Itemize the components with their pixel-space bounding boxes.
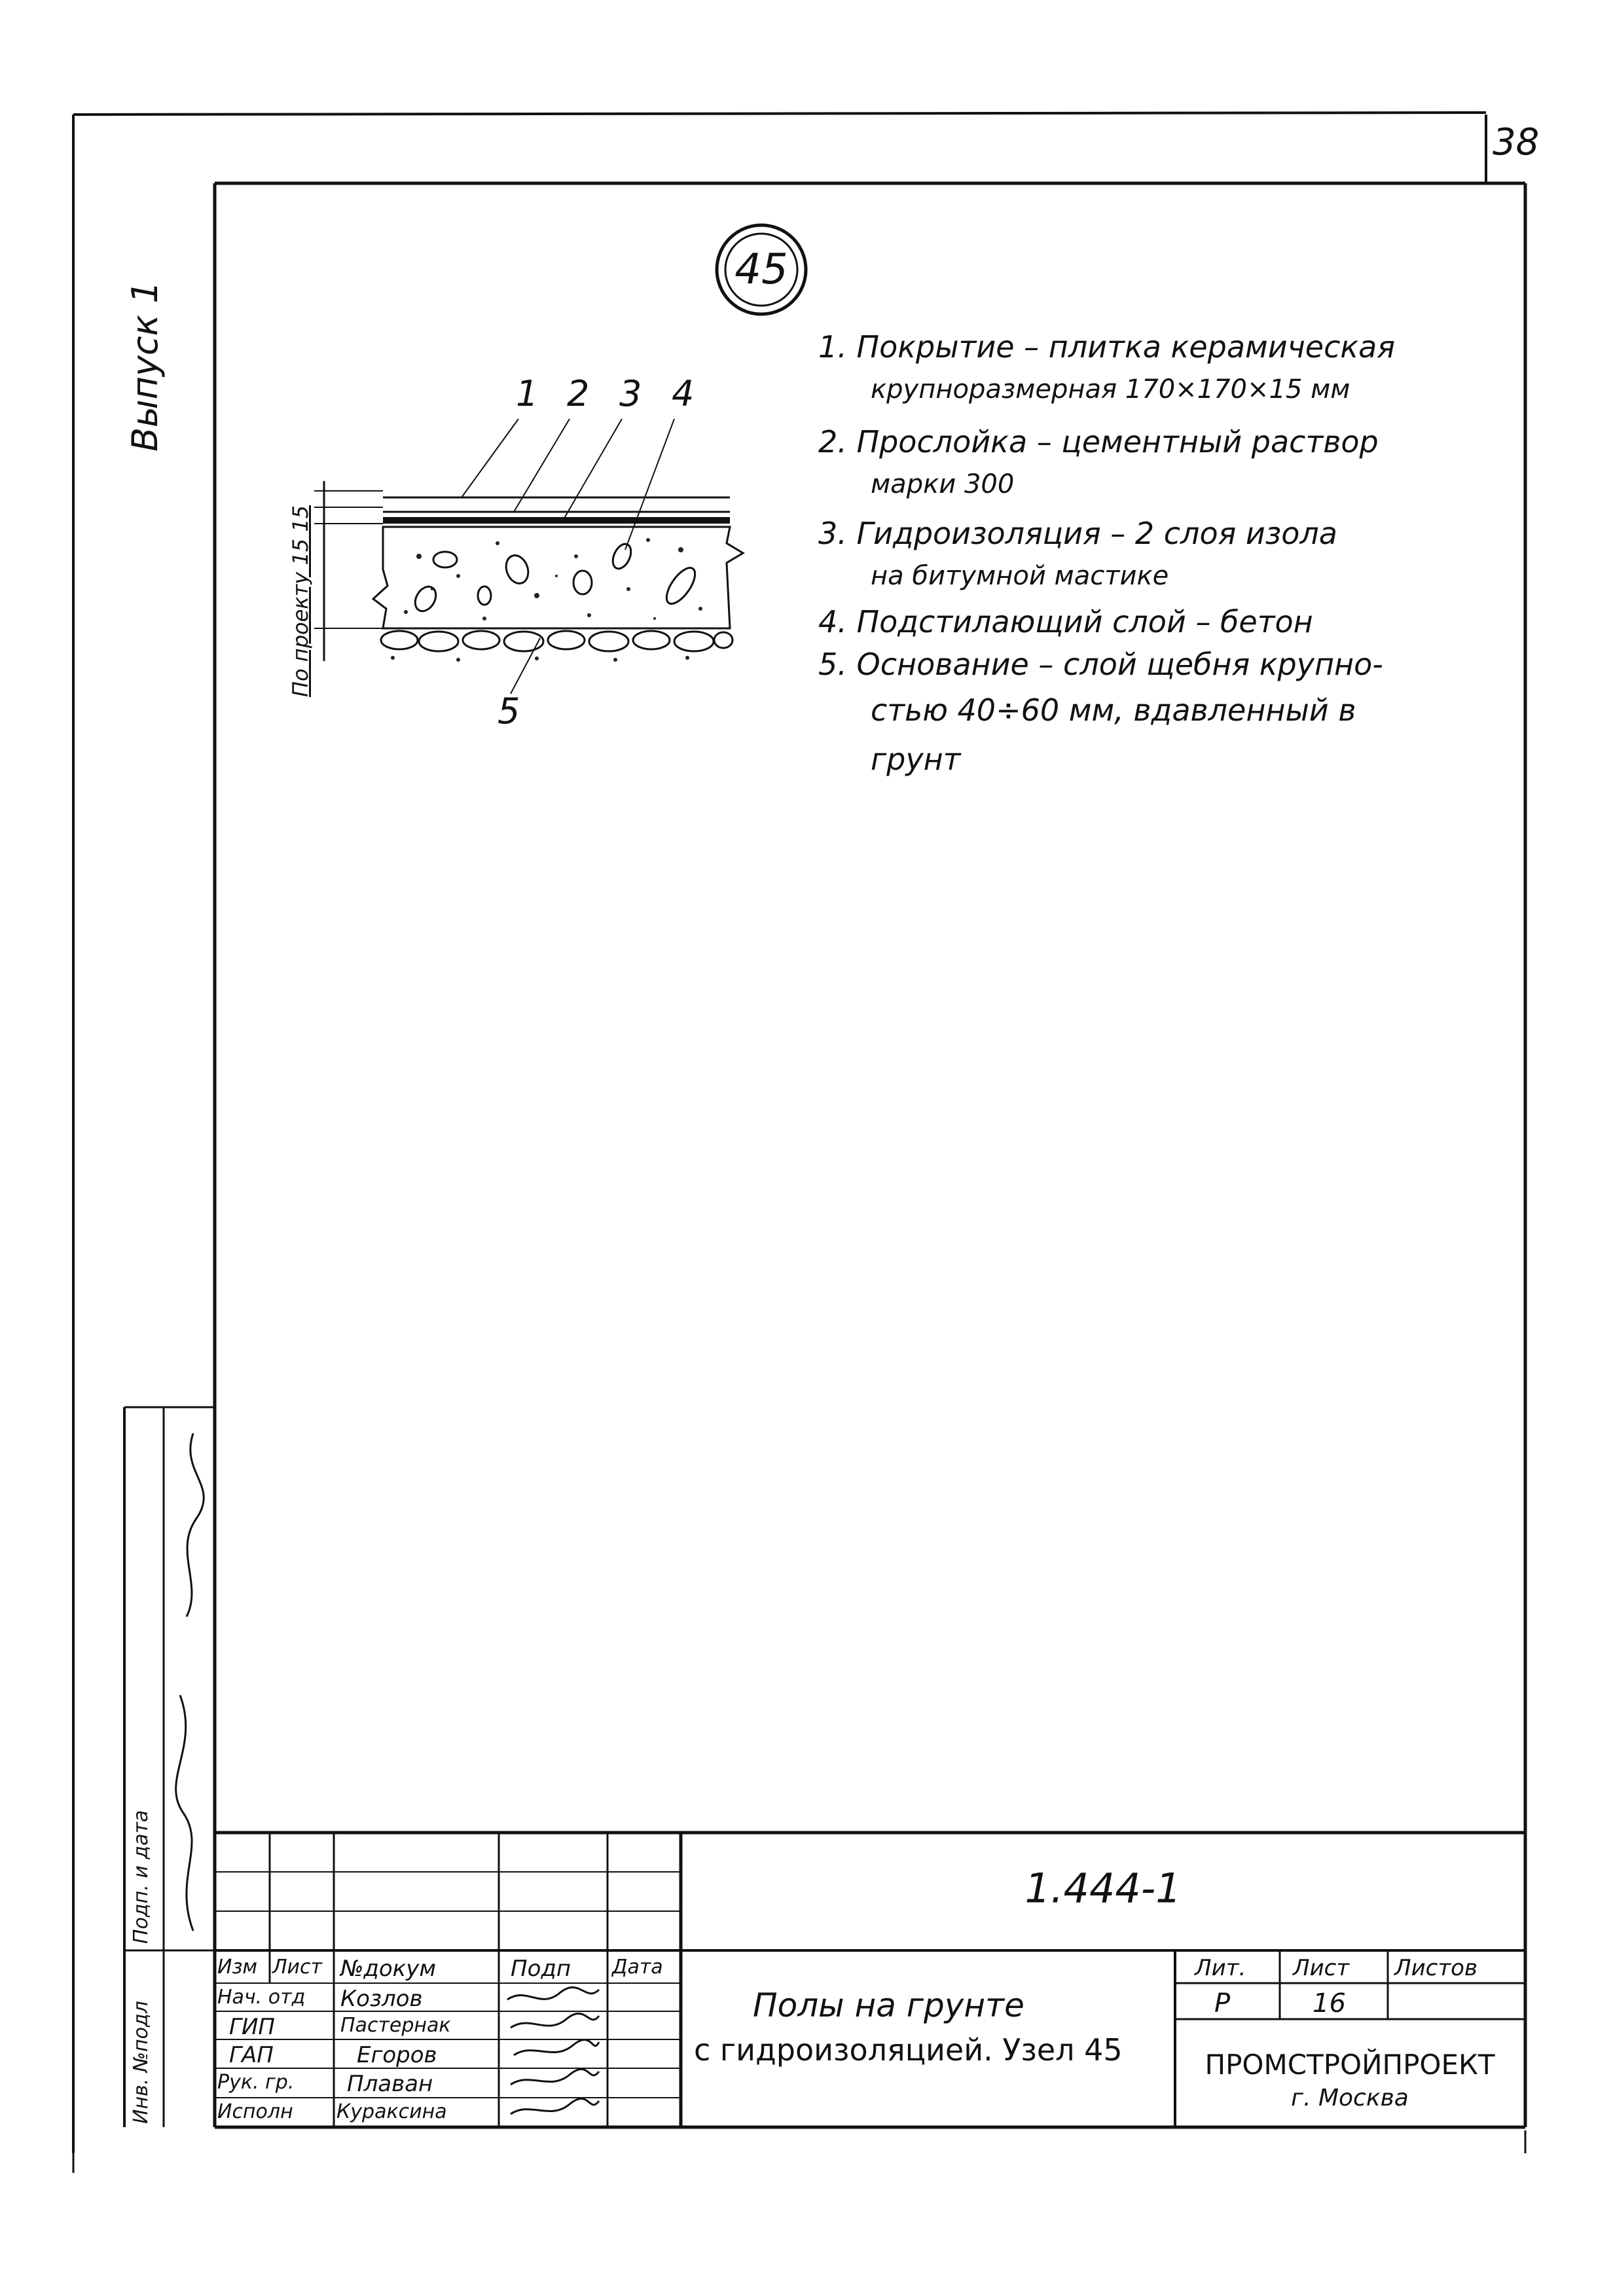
name-2: Пастернак [340,2014,451,2037]
stage-header-list: Лист [1293,1955,1350,1981]
role-5: Исполн [217,2100,293,2123]
signature-scribbles [507,1986,600,2115]
legend-item-5-line1: 5. Основание – слой щебня крупно- [818,647,1383,682]
city: г. Москва [1291,2085,1409,2111]
callout-1: 1 [516,373,539,414]
floor-section-drawing [314,418,745,694]
legend-item-5-line2: стью 40÷60 мм, вдавленный в [871,692,1356,728]
header-podp: Подп [511,1956,571,1982]
header-ndoc: №докум [340,1956,436,1982]
stage-header-lit: Лит. [1195,1955,1246,1981]
node-number: 45 [734,245,788,294]
callout-3: 3 [619,373,642,414]
stage-lit: Р [1214,1988,1231,2018]
role-1: Нач. отд [217,1986,306,2009]
name-4: Плаван [347,2071,433,2097]
document-designation: 1.444-1 [1024,1864,1182,1912]
callout-4: 4 [672,373,695,414]
role-2: ГИП [229,2014,275,2040]
legend-item-5-line3: грунт [871,742,961,777]
legend-item-3-line2: на битумной мастике [871,561,1169,591]
legend-item-1-line2: крупноразмерная 170×170×15 мм [871,374,1350,404]
callout-2: 2 [567,373,590,414]
stage-sheet: 16 [1313,1988,1346,2018]
sheet-number: 38 [1493,121,1540,164]
stage-header-listov: Листов [1394,1955,1478,1981]
legend-item-2-line1: 2. Прослойка – цементный раствор [818,424,1379,459]
callout-5: 5 [498,691,520,732]
header-data: Дата [612,1956,663,1979]
name-5: Кураксина [336,2100,447,2123]
header-list: Лист [272,1956,323,1979]
legend-item-4-line1: 4. Подстилающий слой – бетон [818,604,1313,639]
header-izm: Изм [217,1956,258,1979]
title-line-1: Полы на грунте [753,1986,1024,2024]
legend-item-2-line2: марки 300 [871,469,1015,499]
name-3: Егоров [357,2042,437,2068]
organization: ПРОМСТРОЙПРОЕКТ [1205,2049,1495,2081]
title-line-2: с гидроизоляцией. Узел 45 [694,2032,1123,2068]
legend-item-1-line1: 1. Покрытие – плитка керамическая [818,329,1396,365]
role-3: ГАП [229,2042,274,2068]
stamp-signature-scribble [175,1433,205,1931]
legend-item-3-line1: 3. Гидроизоляция – 2 слоя изола [818,516,1337,551]
name-1: Козлов [340,1986,423,2012]
role-4: Рук. гр. [217,2071,295,2094]
